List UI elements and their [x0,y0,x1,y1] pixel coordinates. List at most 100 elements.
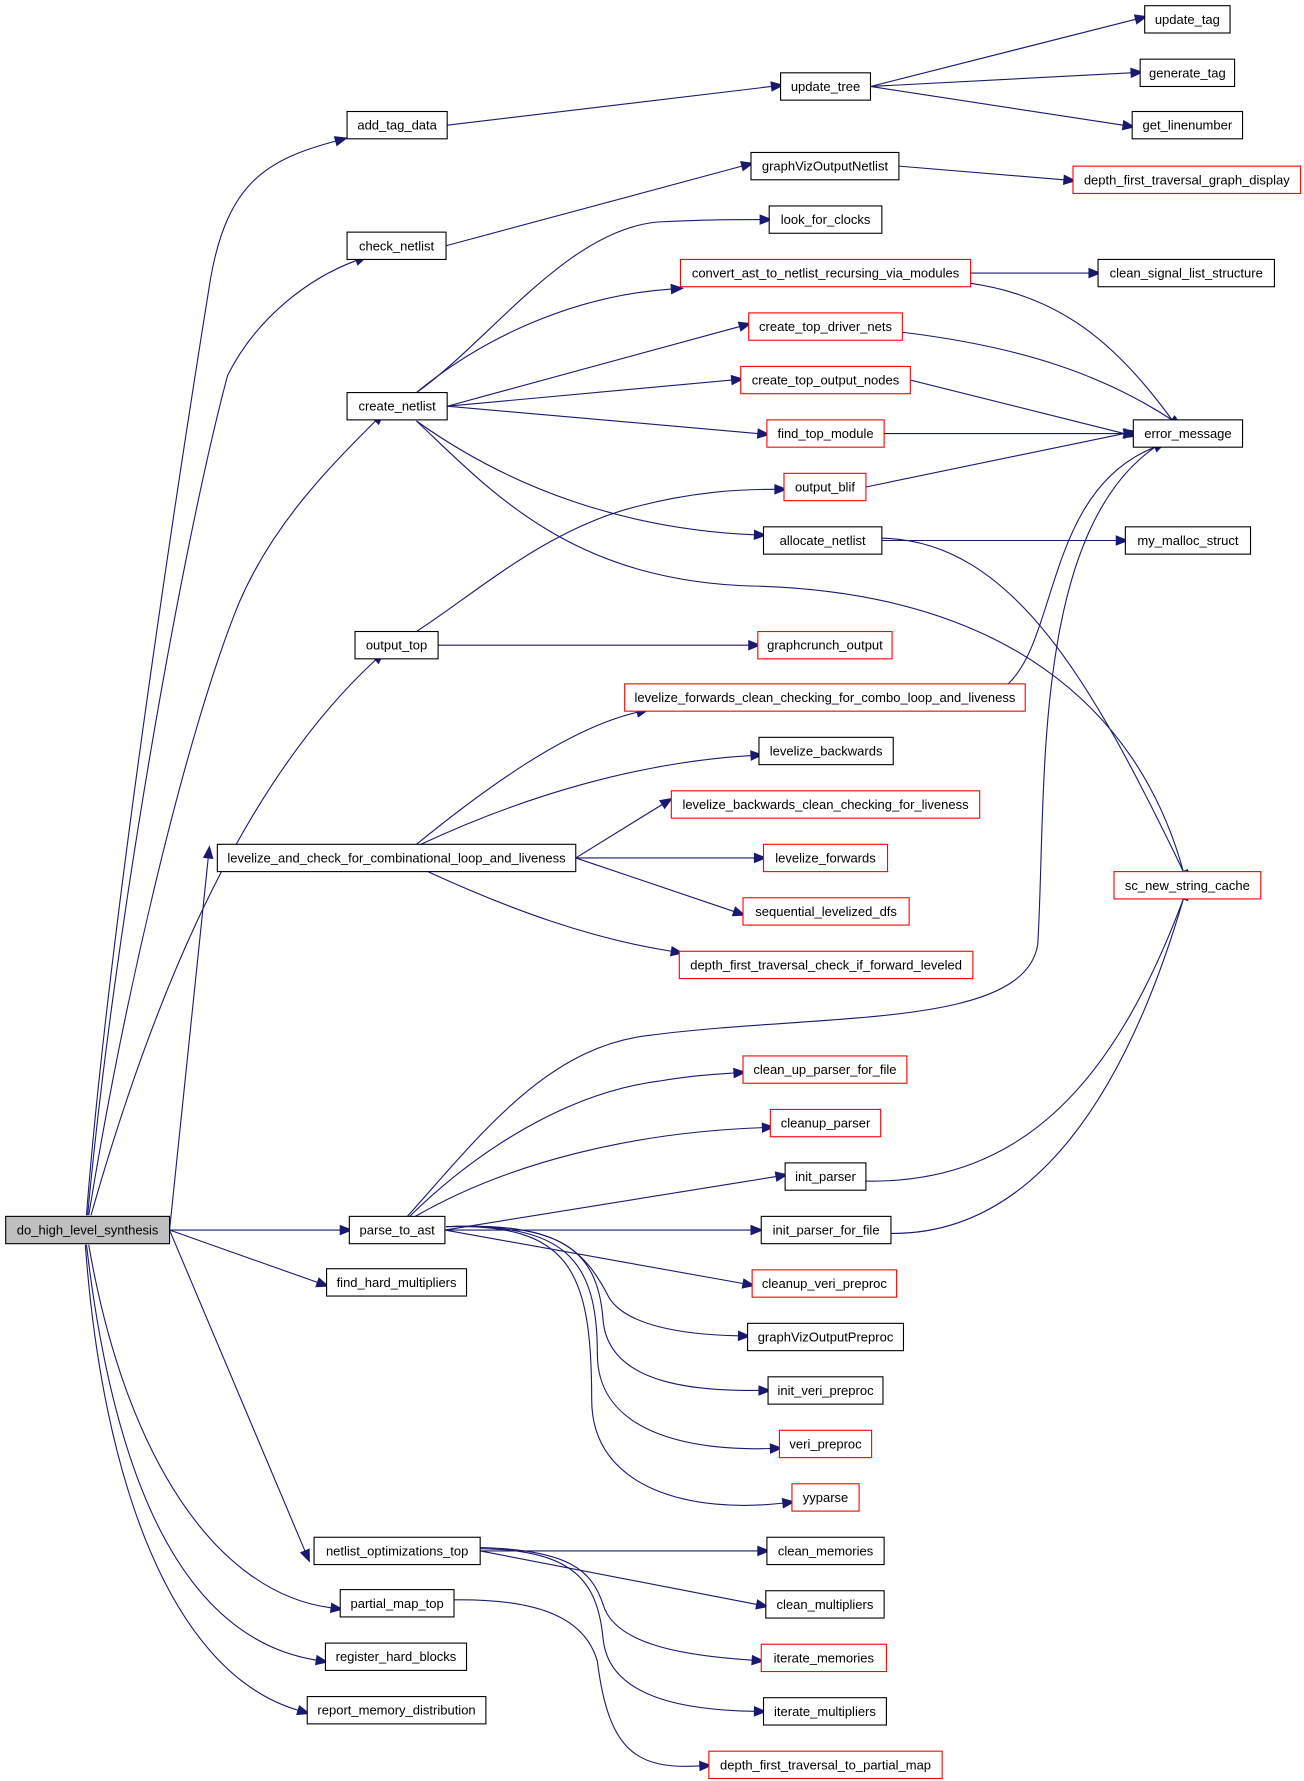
node-create_netlist[interactable]: create_netlist [346,392,448,421]
node-depth_first_traversal_to_partial_map[interactable]: depth_first_traversal_to_partial_map [708,1750,943,1780]
node-box[interactable] [346,231,447,260]
node-box[interactable] [1113,871,1262,900]
node-box[interactable] [765,1590,885,1619]
node-graphVizOutputPreproc[interactable]: graphVizOutputPreproc [747,1322,905,1352]
node-veri_preproc[interactable]: veri_preproc [778,1429,873,1459]
node-my_malloc_struct[interactable]: my_malloc_struct [1124,526,1252,555]
node-box[interactable] [758,736,894,766]
node-look_for_clocks[interactable]: look_for_clocks [768,205,883,234]
node-box[interactable] [216,843,577,873]
node-box[interactable] [354,630,439,660]
node-box[interactable] [783,472,867,502]
node-find_top_module[interactable]: find_top_module [766,419,885,448]
node-box[interactable] [742,897,910,926]
node-parse_to_ast[interactable]: parse_to_ast [348,1215,446,1245]
node-sc_new_string_cache[interactable]: sc_new_string_cache [1113,871,1262,900]
node-iterate_memories[interactable]: iterate_memories [760,1643,887,1673]
node-levelize_and_check_for_combinational_loop_and_liveness[interactable]: levelize_and_check_for_combinational_loo… [216,843,577,873]
node-box[interactable] [750,151,900,181]
node-update_tree[interactable]: update_tree [780,72,872,101]
node-box[interactable] [670,790,981,819]
node-box[interactable] [762,843,889,873]
node-box[interactable] [1131,110,1244,140]
node-box[interactable] [766,419,885,448]
node-box[interactable] [306,1696,487,1725]
node-allocate_netlist[interactable]: allocate_netlist [762,526,883,555]
node-box[interactable] [784,1162,867,1191]
node-cleanup_parser[interactable]: cleanup_parser [769,1108,882,1138]
node-depth_first_traversal_graph_display[interactable]: depth_first_traversal_graph_display [1072,165,1302,194]
node-levelize_forwards_clean_checking_for_combo_loop_and_liveness[interactable]: levelize_forwards_clean_checking_for_com… [624,683,1026,712]
node-box[interactable] [757,630,893,660]
node-box[interactable] [742,1055,908,1084]
node-box[interactable] [769,1108,882,1138]
node-box[interactable] [791,1483,860,1512]
node-box[interactable] [313,1536,481,1566]
node-sequential_levelized_dfs[interactable]: sequential_levelized_dfs [742,897,910,926]
node-levelize_forwards[interactable]: levelize_forwards [762,843,889,873]
node-box[interactable] [1072,165,1302,194]
node-report_memory_distribution[interactable]: report_memory_distribution [306,1696,487,1725]
node-box[interactable] [747,1322,905,1352]
node-box[interactable] [624,683,1026,712]
node-clean_signal_list_structure[interactable]: clean_signal_list_structure [1097,258,1275,288]
node-box[interactable] [708,1750,943,1780]
node-box[interactable] [1124,526,1252,555]
node-box[interactable] [751,1269,898,1298]
node-graphcrunch_output[interactable]: graphcrunch_output [757,630,893,660]
node-box[interactable] [740,365,911,395]
node-output_top[interactable]: output_top [354,630,439,660]
node-init_veri_preproc[interactable]: init_veri_preproc [767,1376,884,1405]
node-box[interactable] [339,1589,455,1618]
node-box[interactable] [5,1215,171,1245]
node-error_message[interactable]: error_message [1132,419,1244,448]
node-clean_up_parser_for_file[interactable]: clean_up_parser_for_file [742,1055,908,1084]
node-add_tag_data[interactable]: add_tag_data [346,110,448,140]
node-levelize_backwards_clean_checking_for_liveness[interactable]: levelize_backwards_clean_checking_for_li… [670,790,981,819]
node-box[interactable] [679,258,972,288]
node-box[interactable] [766,1536,885,1566]
node-depth_first_traversal_check_if_forward_leveled[interactable]: depth_first_traversal_check_if_forward_l… [678,950,974,980]
node-box[interactable] [768,205,883,234]
node-yyparse[interactable]: yyparse [791,1483,860,1512]
node-clean_memories[interactable]: clean_memories [766,1536,885,1566]
node-box[interactable] [778,1429,873,1459]
node-box[interactable] [1097,258,1275,288]
node-get_linenumber[interactable]: get_linenumber [1131,110,1244,140]
node-box[interactable] [678,950,974,980]
node-levelize_backwards[interactable]: levelize_backwards [758,736,894,766]
node-box[interactable] [762,526,883,555]
node-box[interactable] [760,1215,892,1245]
node-check_netlist[interactable]: check_netlist [346,231,447,260]
node-generate_tag[interactable]: generate_tag [1139,58,1236,88]
node-do_high_level_synthesis[interactable]: do_high_level_synthesis [5,1215,171,1245]
node-box[interactable] [780,72,872,101]
node-box[interactable] [762,1697,887,1726]
node-box[interactable] [326,1268,468,1297]
node-box[interactable] [324,1642,468,1671]
node-init_parser_for_file[interactable]: init_parser_for_file [760,1215,892,1245]
node-partial_map_top[interactable]: partial_map_top [339,1589,455,1618]
node-box[interactable] [1139,58,1236,88]
node-create_top_driver_nets[interactable]: create_top_driver_nets [748,312,903,341]
node-box[interactable] [1144,5,1231,34]
node-output_blif[interactable]: output_blif [783,472,867,502]
node-netlist_optimizations_top[interactable]: netlist_optimizations_top [313,1536,481,1566]
node-find_hard_multipliers[interactable]: find_hard_multipliers [326,1268,468,1297]
node-init_parser[interactable]: init_parser [784,1162,867,1191]
node-register_hard_blocks[interactable]: register_hard_blocks [324,1642,468,1671]
node-update_tag[interactable]: update_tag [1144,5,1231,34]
node-iterate_multipliers[interactable]: iterate_multipliers [762,1697,887,1726]
node-box[interactable] [1132,419,1244,448]
node-create_top_output_nodes[interactable]: create_top_output_nodes [740,365,911,395]
node-box[interactable] [346,392,448,421]
node-cleanup_veri_preproc[interactable]: cleanup_veri_preproc [751,1269,898,1298]
node-clean_multipliers[interactable]: clean_multipliers [765,1590,885,1619]
node-box[interactable] [760,1643,887,1673]
node-box[interactable] [767,1376,884,1405]
node-box[interactable] [348,1215,446,1245]
node-convert_ast_to_netlist_recursing_via_modules[interactable]: convert_ast_to_netlist_recursing_via_mod… [679,258,972,288]
node-graphVizOutputNetlist[interactable]: graphVizOutputNetlist [750,151,900,181]
node-box[interactable] [346,110,448,140]
node-box[interactable] [748,312,903,341]
